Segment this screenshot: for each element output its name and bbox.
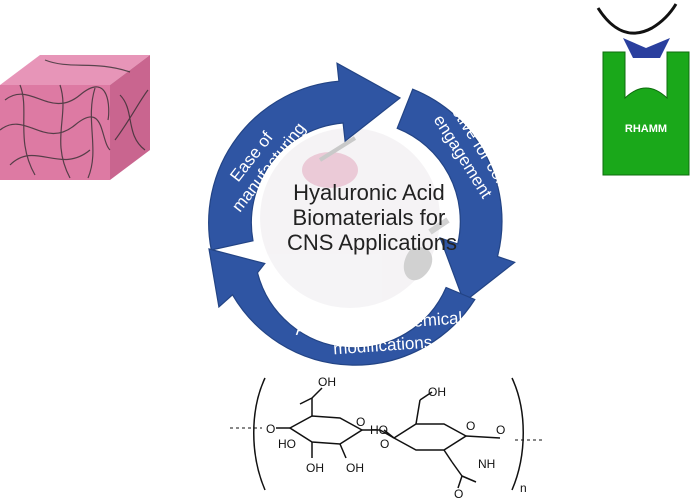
rhamm-label: RHAMM (625, 123, 667, 135)
center-title: Hyaluronic Acid Biomaterials for CNS App… (287, 180, 457, 255)
center-illustration (260, 128, 450, 308)
arrow-ease-of-manufacturing (208, 62, 402, 251)
arrow-amenable-chemical-modifications (208, 248, 476, 366)
chem-repeat-n: n (520, 481, 527, 495)
chem-o-ring-left: O (356, 415, 365, 429)
chem-o-right: O (496, 423, 505, 437)
chem-oh-bottom-mid: OH (346, 461, 364, 475)
chem-oh-top-left: OH (318, 375, 336, 389)
chem-nh: NH (478, 457, 495, 471)
chem-ho-mid-left: HO (278, 437, 296, 451)
chem-o-acetyl: O (454, 487, 463, 500)
rhamm-receptor-image: RHAMM (596, 3, 690, 176)
chem-o-ring-right: O (466, 419, 475, 433)
chem-o-link: O (380, 437, 389, 451)
chem-oh-bottom-left: OH (306, 461, 324, 475)
chem-o-left: O (266, 422, 275, 436)
cycle-arrows (208, 62, 516, 366)
chem-oh-top-right: OH (428, 385, 446, 399)
hyaluronic-acid-structure: OH OH O HO O HO O OH OH O O NH O n (230, 375, 545, 500)
chem-ho-link: HO (370, 423, 388, 437)
hydrogel-cube-image (0, 55, 150, 180)
arrow-bioactive-engagement (396, 88, 516, 303)
